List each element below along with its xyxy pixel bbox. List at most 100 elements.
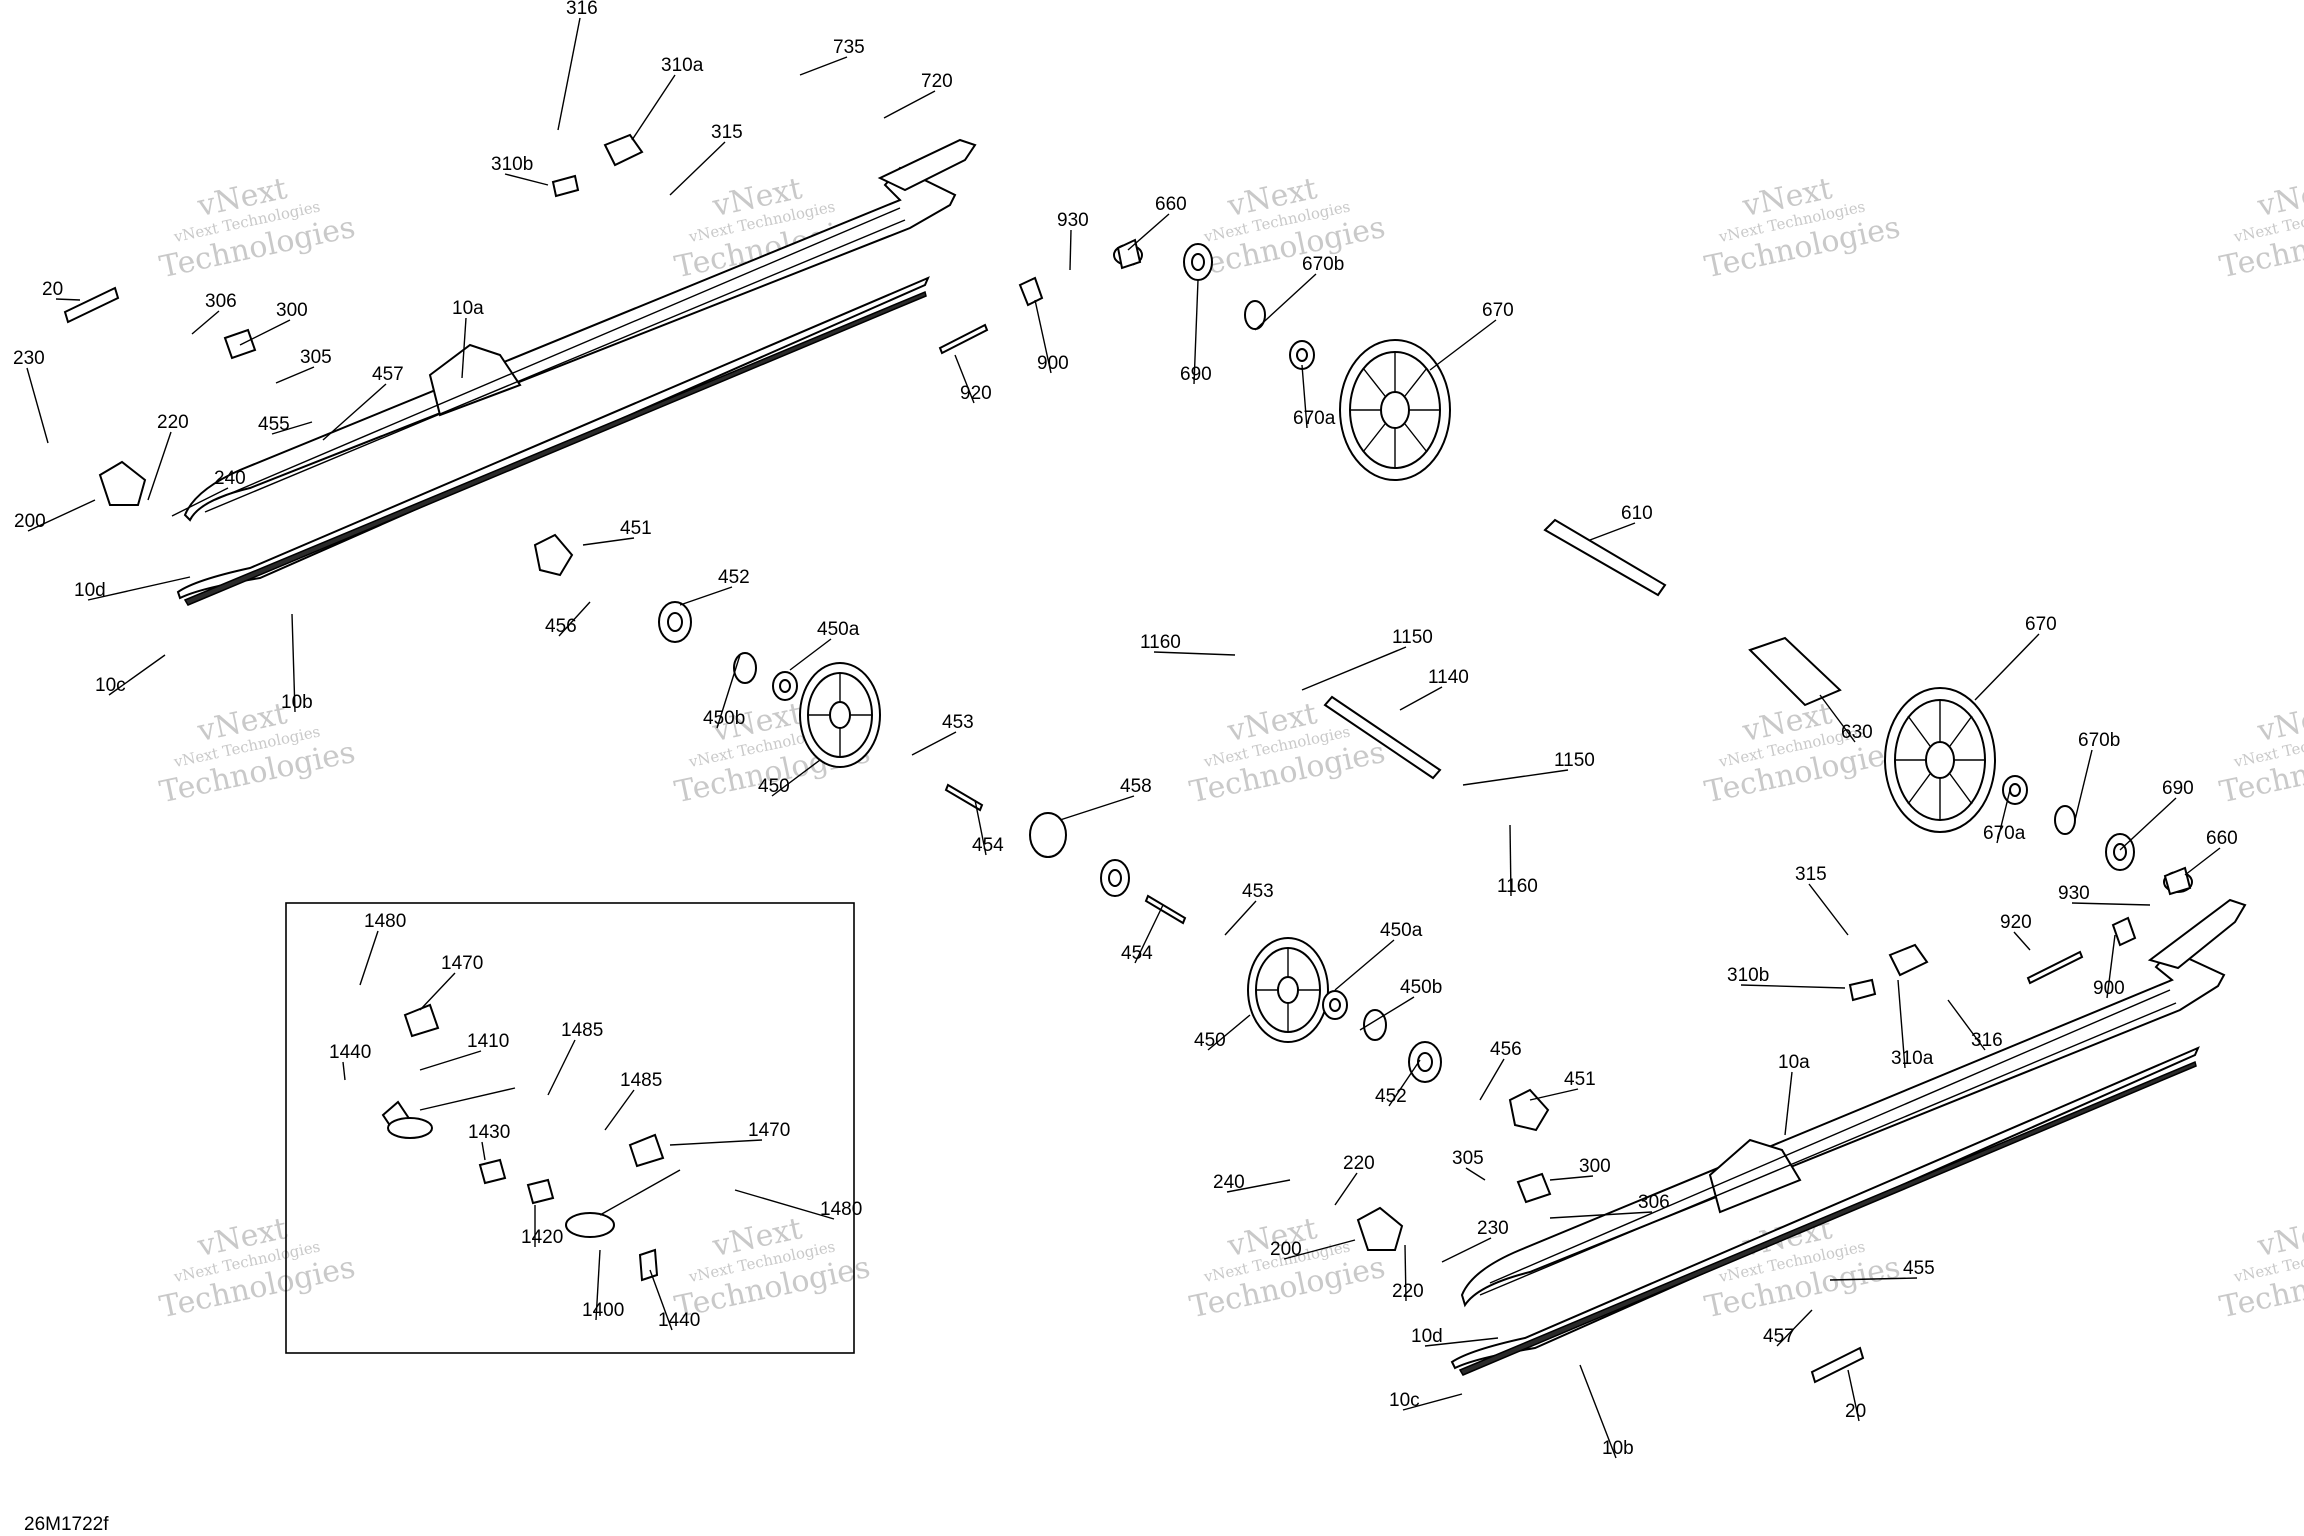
leader-line xyxy=(1301,364,1308,429)
leader-line xyxy=(2106,934,2116,999)
leader-line xyxy=(679,586,733,606)
part-callout-453: 453 xyxy=(942,712,974,733)
leader-line xyxy=(557,17,581,131)
part-callout-310b: 310b xyxy=(491,154,533,175)
part-callout-20: 20 xyxy=(42,279,63,300)
part-callout-10d: 10d xyxy=(1411,1326,1443,1347)
part-callout-920: 920 xyxy=(2000,912,2032,933)
part-callout-450b: 450b xyxy=(1400,977,1442,998)
leader-line xyxy=(1776,1309,1813,1347)
leader-line xyxy=(1996,789,2011,844)
leader-line xyxy=(582,537,635,546)
leader-line xyxy=(1808,883,1849,936)
leader-line xyxy=(1388,1059,1421,1107)
part-callout-455: 455 xyxy=(1903,1258,1935,1279)
leader-line xyxy=(419,1050,482,1071)
part-callout-458: 458 xyxy=(1120,776,1152,797)
part-callout-200: 200 xyxy=(14,511,46,532)
leader-line xyxy=(1974,633,2040,701)
wheel-450-upper xyxy=(799,662,881,768)
part-callout-10a: 10a xyxy=(452,298,484,319)
part-callout-900: 900 xyxy=(1037,353,1069,374)
part-callout-900: 900 xyxy=(2093,978,2125,999)
part-callout-200: 200 xyxy=(1270,1239,1302,1260)
part-callout-230: 230 xyxy=(1477,1218,1509,1239)
part-callout-220: 220 xyxy=(1343,1153,1375,1174)
leader-line xyxy=(1847,1369,1860,1422)
part-callout-240: 240 xyxy=(1213,1172,1245,1193)
leader-line xyxy=(1034,299,1052,374)
part-callout-306: 306 xyxy=(1638,1192,1670,1213)
part-callout-451: 451 xyxy=(1564,1069,1596,1090)
part-callout-300: 300 xyxy=(276,300,308,321)
leader-line xyxy=(504,173,549,186)
leader-line xyxy=(547,1039,576,1096)
part-callout-20: 20 xyxy=(1845,1401,1866,1422)
leader-line xyxy=(1334,1172,1358,1206)
idler-wheel-670-upper xyxy=(1339,339,1451,481)
leader-line xyxy=(271,421,313,435)
diagram-code: 26M1722f xyxy=(24,1514,109,1535)
part-callout-660: 660 xyxy=(1155,194,1187,215)
leader-line xyxy=(2184,847,2221,876)
leader-line xyxy=(1424,1337,1499,1347)
part-callout-457: 457 xyxy=(1763,1326,1795,1347)
part-callout-310a: 310a xyxy=(661,55,704,76)
leader-line xyxy=(1529,1088,1579,1101)
leader-line xyxy=(1740,984,1846,989)
wheel-450-lower xyxy=(1247,937,1329,1043)
part-callout-1410: 1410 xyxy=(467,1031,509,1052)
part-callout-451: 451 xyxy=(620,518,652,539)
leader-line xyxy=(2074,749,2093,821)
leader-line xyxy=(974,799,987,856)
part-callout-240: 240 xyxy=(214,468,246,489)
part-callout-670: 670 xyxy=(1482,300,1514,321)
leader-line xyxy=(669,1139,763,1146)
part-callout-220: 220 xyxy=(1392,1281,1424,1302)
part-callout-1480: 1480 xyxy=(364,911,406,932)
part-callout-720: 720 xyxy=(921,71,953,92)
leader-line xyxy=(1153,651,1236,656)
leader-line xyxy=(191,310,220,335)
leader-line xyxy=(239,319,291,346)
leader-line xyxy=(2119,797,2177,851)
part-callout-456: 456 xyxy=(545,616,577,637)
part-callout-316: 316 xyxy=(1971,1030,2003,1051)
part-callout-454: 454 xyxy=(972,835,1004,856)
part-callout-450: 450 xyxy=(758,776,790,797)
part-callout-670b: 670b xyxy=(2078,730,2120,751)
leader-line xyxy=(1784,1071,1793,1136)
leader-line xyxy=(1404,1244,1407,1302)
leader-line xyxy=(1579,1364,1617,1459)
part-callout-452: 452 xyxy=(1375,1086,1407,1107)
part-callout-1470: 1470 xyxy=(441,953,483,974)
leader-line xyxy=(419,972,456,1011)
spring-assembly-inset xyxy=(285,902,855,1354)
leader-line xyxy=(1207,1014,1251,1051)
leader-line xyxy=(1441,1237,1492,1263)
leader-line xyxy=(1359,996,1415,1031)
leader-line xyxy=(1549,1211,1653,1219)
part-callout-670a: 670a xyxy=(1293,408,1336,429)
leader-line xyxy=(147,431,172,501)
leader-line xyxy=(1127,213,1170,251)
leader-line xyxy=(1134,904,1164,964)
leader-line xyxy=(883,90,936,119)
leader-line xyxy=(771,759,821,797)
leader-line xyxy=(27,499,96,532)
part-callout-450: 450 xyxy=(1194,1030,1226,1051)
leader-line xyxy=(1402,1393,1463,1411)
leader-line xyxy=(1462,769,1569,786)
part-callout-315: 315 xyxy=(1795,864,1827,885)
part-callout-1150: 1150 xyxy=(1554,750,1595,771)
part-callout-10a: 10a xyxy=(1778,1052,1810,1073)
leader-line xyxy=(1334,939,1395,991)
leader-line xyxy=(461,317,467,379)
leader-line xyxy=(342,1061,346,1081)
part-callout-10d: 10d xyxy=(74,580,106,601)
